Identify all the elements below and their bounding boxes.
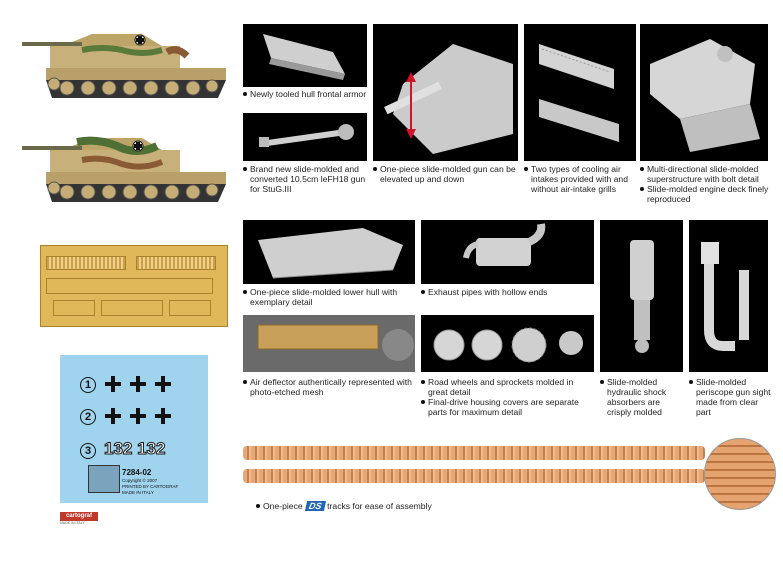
track-upper [243,446,705,460]
tank-profile-2 [22,132,227,210]
decal-code: 7284-02 [122,468,152,477]
photo-cooling-intakes [524,24,636,161]
photo-shock-absorbers [600,220,683,372]
caption-cooling-intakes: Two types of cooling air intakes provide… [524,164,636,194]
photo-etch-fret [40,245,228,327]
ds-logo-icon: DS [304,501,326,511]
decal-tactical-numbers: 132 132 [103,439,166,459]
decal-sheet: 1 2 3 132 132 7284-02 Copyright © 2007 PR… [60,355,208,503]
decal-number-2: 2 [80,409,96,425]
caption-periscope: Slide-molded periscope gun sight made fr… [689,377,771,417]
photo-superstructure [640,24,768,161]
caption-air-deflector: Air deflector authentically represented … [243,377,415,397]
balkenkreuz-icon [130,407,146,424]
balkenkreuz-icon [155,407,171,424]
balkenkreuz-icon [130,375,146,392]
tank-profile-1 [22,28,227,106]
photo-lower-hull [243,220,415,284]
decal-row-2: 2 [80,407,171,425]
track-detail-zoom [704,438,776,510]
balkenkreuz-icon [155,375,171,392]
decal-printed: PRINTED BY CARTOGRAF [122,484,179,489]
balkenkreuz-icon [105,375,121,392]
cartograf-emblem [88,465,120,493]
caption-lower-hull: One-piece slide-molded lower hull with e… [243,287,415,307]
photo-road-wheels [421,315,594,372]
decal-number-3: 3 [80,443,96,459]
caption-exhaust: Exhaust pipes with hollow ends [421,287,594,297]
decal-copyright: Copyright © 2007 [122,478,158,483]
caption-superstructure: Multi-directional slide-molded superstru… [640,164,770,204]
photo-air-deflector [243,315,415,372]
balkenkreuz-icon [105,407,121,424]
decal-row-3: 3 132 132 [80,439,166,459]
photo-periscope [689,220,768,372]
caption-road-wheels: Road wheels and sprockets molded in grea… [421,377,594,417]
caption-gun-elevation: One-piece slide-molded gun can be elevat… [373,164,518,184]
photo-exhaust [421,220,594,284]
cartograf-sub: MADE IN ITALY [60,521,85,525]
photo-gun-elevation [373,24,518,161]
decal-number-1: 1 [80,377,96,393]
cartograf-logo: cartograf [60,512,98,521]
decal-row-1: 1 [80,375,171,393]
caption-hull-armor: Newly tooled hull frontal armor [243,89,367,99]
photo-gun-barrel [243,113,367,161]
caption-shock-absorbers: Slide-molded hydraulic shock absorbers a… [600,377,685,417]
decal-made: MADE IN ITALY [122,490,154,495]
track-lower [243,469,705,483]
caption-gun-barrel: Brand new slide-molded and converted 10.… [243,164,367,194]
photo-hull-armor [243,24,367,87]
